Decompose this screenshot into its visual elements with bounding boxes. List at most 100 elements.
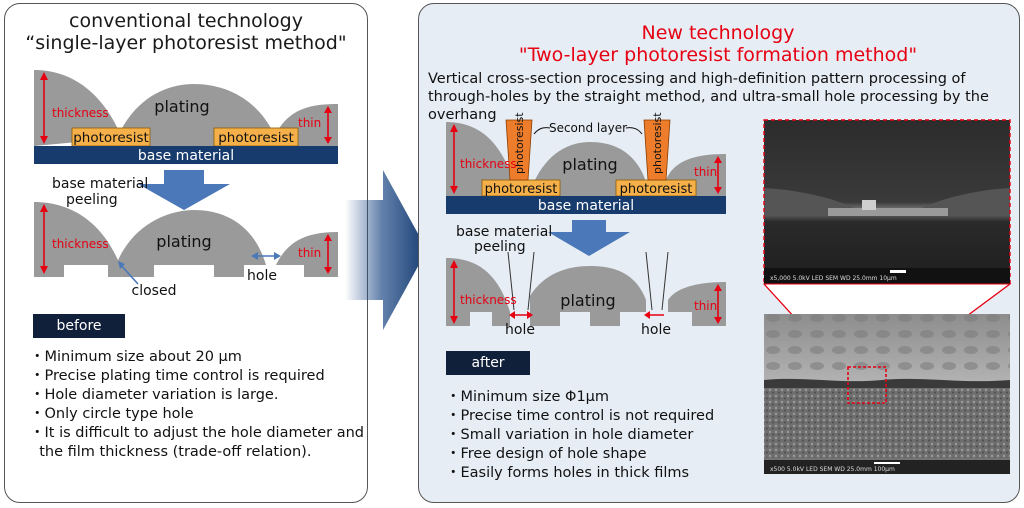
bullet-item: ・Minimum size Φ1µm [446,389,610,405]
thickness-label: thickness [52,106,109,120]
bullet-item: ・Small variation in hole diameter [446,427,694,443]
plating-left-new [446,122,514,196]
new-technology-diagram: photoresist photoresist photoresist phot… [446,112,726,338]
sem-top-caption-bar [764,268,1010,284]
new-technology-bullets: ・Minimum size Φ1µm ・Precise time control… [446,388,714,483]
hole-arrow-new-right-head [644,311,650,319]
thin-label-after: thin [298,246,321,260]
thickness-new-after-label: thickness [460,293,517,307]
peeling-label-line2: peeling [66,192,118,208]
hole-arrow-new-left-head-b [527,311,533,319]
bullet-item: ・Precise plating time control is require… [30,368,325,384]
second-layer-right [643,119,671,181]
bullet-item: ・Only circle type hole [30,406,194,422]
thickness-label-after: thickness [52,237,109,251]
hole-new-left-label: hole [505,322,535,338]
ghost-line-2 [527,251,535,311]
base-material-new [446,196,726,214]
new-technology-description: Vertical cross-section processing and hi… [428,70,1016,124]
plating-label: plating [154,97,209,116]
hole-label: hole [247,268,277,284]
second-layer-pointer-right [625,127,643,135]
sem-images: x5,000 5.0kV LED SEM WD 25.0mm 10µm x500… [762,119,1012,474]
thin-arrow-head-top [324,106,332,113]
plating-new-label: plating [562,155,617,174]
second-layer-left [505,119,533,181]
hole-arrow-head-left [251,252,258,260]
plating-left-after [34,202,120,277]
bullet-item: ・It is difficult to adjust the hole diam… [30,425,364,441]
closed-pointer-head [118,261,125,269]
closed-pointer [119,263,139,285]
base-material-label: base material [138,148,234,164]
transition-arrow-shape [345,170,427,330]
sem-top-caption: x5,000 5.0kV LED SEM WD 25.0mm 10µm [770,275,897,282]
thickness-arrow-new-after-head-bottom [450,316,458,324]
bullet-item: ・Easily forms holes in thick films [446,465,690,481]
thickness-arrow-head-top [40,72,48,80]
ghost-line-1 [507,251,515,311]
new-technology-title-line2: "Two-layer photoresist formation method" [518,44,918,66]
bullet-item: ・Free design of hole shape [446,446,647,462]
base-material [34,146,338,164]
sem-top-surface [764,188,1010,216]
conventional-title: conventional technology “single-layer ph… [4,10,368,54]
process-down-arrow-new [548,220,630,256]
process-down-arrow [138,170,230,210]
conventional-title-line2: “single-layer photoresist method" [25,32,347,54]
thin-arrow-head-bottom [324,137,332,144]
conventional-bullets: ・Minimum size about 20 µm ・Precise plati… [30,348,364,462]
sem-bottom-zoom-frame [847,366,887,404]
thin-arrow-new-after-head-bottom [714,317,722,324]
thin-arrow-after-head-bottom [324,267,332,274]
description-line1: Vertical cross-section processing and hi… [428,71,966,87]
second-layer-pointer-left [533,127,551,135]
thin-new-after-label: thin [694,299,717,313]
plating-label-after: plating [156,232,211,251]
hole-arrow-new-left-head-a [509,311,515,319]
thin-new-label: thin [694,165,717,179]
new-before-peeling: photoresist photoresist photoresist phot… [446,112,726,214]
thin-arrow-new-head-top [714,156,722,163]
hole-arrow-head-right [274,252,281,260]
plating-left-new-after [446,258,510,326]
sem-bottom-caption: x500 5.0kV LED SEM WD 25.0mm 100µm [770,466,895,473]
conventional-after-peeling: plating thickness thin hole closed [34,202,338,299]
sem-bottom-scale-bar [874,462,900,464]
thin-arrow-new-after-head-top [714,284,722,291]
conventional-title-line1: conventional technology [69,10,303,32]
peeling-label-line1: base material [52,176,148,192]
ghost-line-3 [645,251,653,311]
thin-arrow-new-head-bottom [714,187,722,194]
plating-center-new-after [530,266,646,326]
plating-center-after [116,210,266,277]
second-layer-right-label: photoresist [651,112,664,174]
photoresist-right-label: photoresist [218,130,294,146]
thin-label: thin [298,116,321,130]
sem-bottom-dimples [764,314,1010,376]
thickness-new-label: thickness [460,157,517,171]
plating-new-after-label: plating [560,291,615,310]
peeling-new-line1: base material [456,224,552,240]
closed-label: closed [132,283,177,299]
sem-bottom-edge [764,378,1010,388]
before-badge: before [33,314,125,338]
bullet-item: ・Minimum size about 20 µm [30,349,242,365]
plating-right-new-after [668,282,726,326]
bullet-item: the film thickness (trade-off relation). [30,444,312,460]
second-layer-label: Second layer [549,121,627,135]
sem-top-pad [828,208,948,216]
after-badge: after [446,351,530,375]
new-technology-title: New technology "Two-layer photoresist fo… [418,22,1018,66]
peeling-new-line2: peeling [474,239,526,255]
bullet-item: ・Hole diameter variation is large. [30,387,279,403]
thickness-arrow-new-head-top [450,124,458,132]
thickness-arrow-new-after-head-top [450,260,458,268]
photoresist-right-new-label: photoresist [620,182,693,197]
ghost-line-4 [661,251,669,311]
photoresist-left-new-label: photoresist [485,182,558,197]
conventional-diagram: photoresist photoresist base material pl… [34,70,338,299]
new-after-peeling: plating hole hole thickness thin [446,251,726,338]
thickness-arrow-after-head-top [40,204,48,212]
plating-right-after [276,232,338,277]
